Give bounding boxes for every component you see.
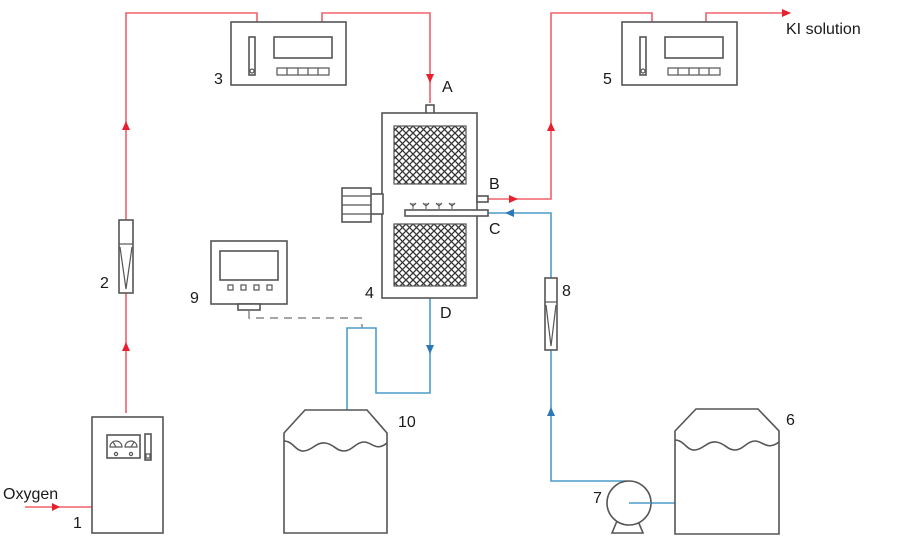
analyzer5-to-ki-line [705,12,790,22]
gas-lines [25,12,790,508]
port-a-label: A [442,79,453,96]
ozone-analyzer-outlet [621,21,738,86]
pump-to-flowmeter-line [550,350,627,482]
gas-flowmeter [118,219,134,294]
component-label-7: 7 [593,490,602,507]
component-label-2: 2 [100,275,109,292]
component-label-5: 5 [603,71,612,88]
collection-tank [283,409,388,534]
signal-line [248,311,363,328]
arrow-left-icon [505,209,514,217]
ozone-generator [91,416,164,534]
reactor [341,104,489,299]
meter [210,240,288,311]
arrow-right-icon [52,503,60,511]
flowmeter-to-analyzer-line [125,12,258,220]
liquid-arrows [426,209,555,416]
component-label-3: 3 [214,71,223,88]
liquid-flowmeter [544,277,558,351]
gas-arrows [52,9,791,511]
oxygen-label: Oxygen [3,486,58,503]
labels: Oxygen KI solution A B C D 1 2 3 4 5 6 7… [3,21,861,532]
arrow-up-icon [122,121,130,130]
arrow-down-icon [426,74,434,83]
arrow-down-icon [426,345,434,354]
port-d-label: D [440,305,452,322]
analyzer-to-reactor-line [321,12,431,103]
arrow-up-icon [122,342,130,351]
plant-icon [409,202,456,209]
component-label-9: 9 [190,290,199,307]
arrow-up-icon [547,122,555,131]
component-label-10: 10 [398,414,416,431]
arrow-up-icon [547,407,555,416]
port-c-label: C [489,221,501,238]
component-label-1: 1 [73,515,82,532]
component-label-4: 4 [365,285,374,302]
ki-solution-label: KI solution [786,21,861,38]
reactor-drain-line [346,298,431,410]
component-label-6: 6 [786,412,795,429]
ozone-analyzer-inlet [230,21,347,86]
reactor-to-analyzer5-line [488,12,653,200]
arrow-right-icon [509,195,518,203]
water-tank [674,408,780,535]
port-b-label: B [489,176,500,193]
pump [606,480,652,534]
arrow-right-icon [782,9,791,17]
component-label-8: 8 [562,283,571,300]
